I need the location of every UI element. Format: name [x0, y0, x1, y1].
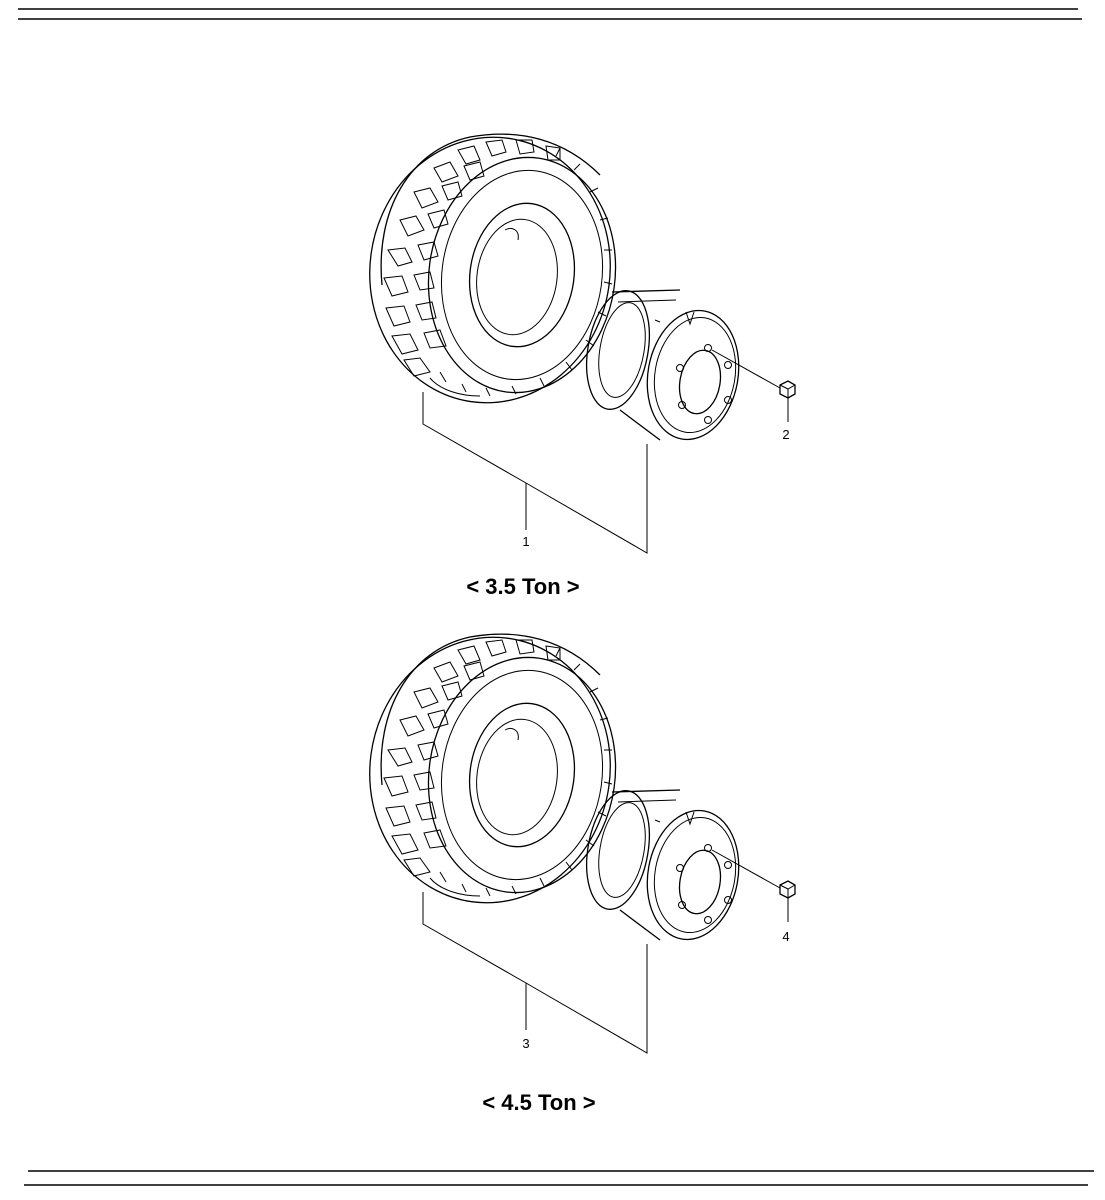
assembly-3-5-ton: 2 1 < 3.5 Ton > [352, 120, 796, 599]
callout-3: 3 [522, 1036, 529, 1051]
assembly-4-5-ton: 4 3 < 4.5 Ton > [352, 620, 796, 1115]
caption-3-5-ton: < 3.5 Ton > [466, 574, 579, 599]
caption-4-5-ton: < 4.5 Ton > [482, 1090, 595, 1115]
callout-1: 1 [522, 534, 529, 549]
callout-4: 4 [782, 929, 789, 944]
callout-2: 2 [782, 427, 789, 442]
